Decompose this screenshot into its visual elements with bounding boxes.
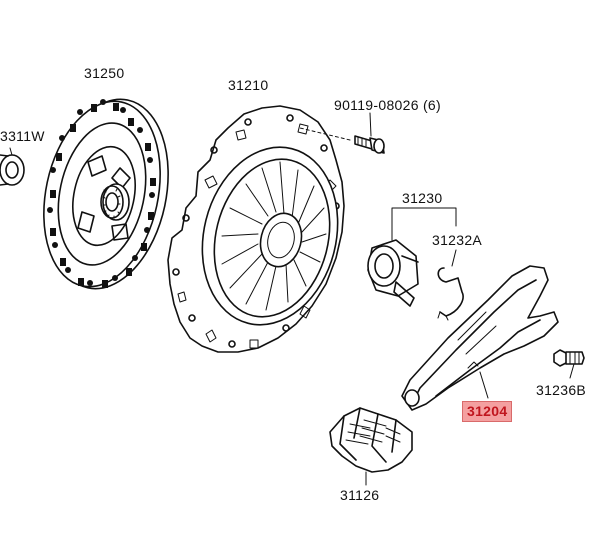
pilot-bearing-drawing	[0, 147, 25, 186]
release-clip-drawing	[437, 249, 464, 321]
pivot-bolt-drawing	[553, 349, 585, 379]
label-31232a: 31232A	[432, 232, 483, 248]
label-31126: 31126	[340, 487, 380, 503]
label-31250: 31250	[84, 65, 125, 81]
bracket-31230	[391, 207, 457, 241]
release-fork-drawing	[401, 265, 559, 411]
label-31311w: 3311W	[0, 128, 45, 144]
clutch-cover-drawing	[167, 105, 345, 353]
release-bearing-drawing	[367, 239, 419, 307]
label-31210: 31210	[228, 77, 269, 93]
label-31230: 31230	[402, 190, 443, 206]
label-31204-highlighted[interactable]: 31204	[462, 401, 513, 422]
cover-bolt-drawing	[299, 112, 385, 154]
fork-boot-drawing	[329, 407, 413, 486]
label-31236b: 31236B	[536, 382, 587, 398]
clutch-disc-drawing	[43, 98, 169, 290]
label-90119-08026: 90119-08026 (6)	[334, 97, 441, 113]
